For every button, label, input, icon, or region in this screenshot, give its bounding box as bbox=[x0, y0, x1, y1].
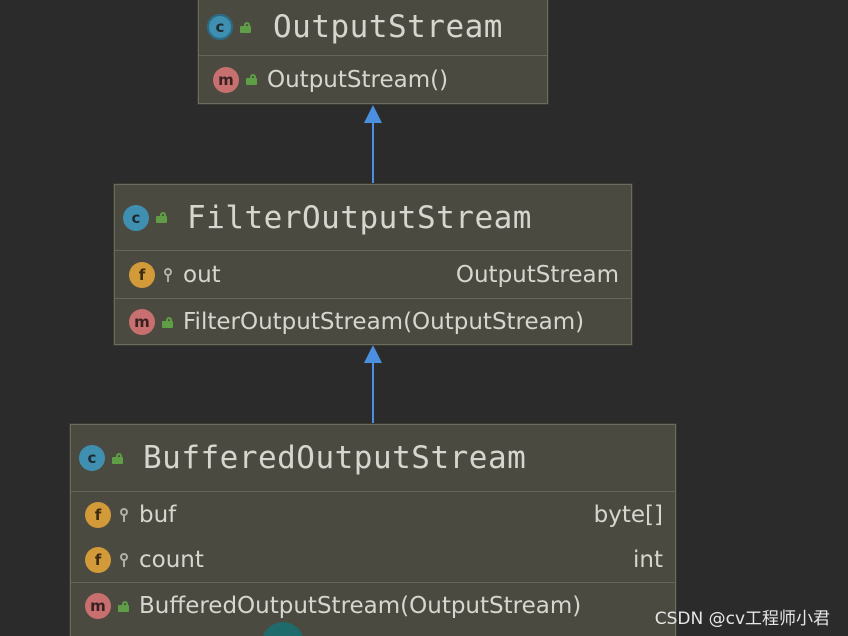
public-lock-icon bbox=[240, 21, 251, 33]
watermark-text: CSDN @cv工程师小君 bbox=[654, 609, 830, 629]
field-icon: f bbox=[85, 501, 111, 528]
methods-section: m FilterOutputStream(OutputStream) bbox=[115, 299, 631, 345]
class-name: FilterOutputStream bbox=[187, 199, 532, 236]
arrow-filter-to-output bbox=[364, 105, 382, 184]
member-method[interactable]: m BufferedOutputStream(OutputStream) bbox=[71, 583, 675, 629]
public-lock-icon bbox=[118, 600, 129, 612]
method-icon: m bbox=[129, 309, 155, 335]
fields-section: f buf byte[] f count int bbox=[71, 492, 675, 583]
protected-key-icon bbox=[119, 552, 129, 567]
class-icon: c bbox=[79, 445, 105, 471]
methods-section: m OutputStream() bbox=[199, 56, 547, 103]
field-name: buf bbox=[139, 501, 177, 528]
class-box-output-stream[interactable]: c OutputStream m OutputStream() bbox=[198, 0, 548, 104]
field-type: OutputStream bbox=[455, 261, 619, 288]
arrow-buffered-to-filter bbox=[364, 345, 382, 424]
protected-key-icon bbox=[119, 507, 129, 522]
field-type: byte[] bbox=[593, 501, 663, 528]
methods-section: m BufferedOutputStream(OutputStream) bbox=[71, 583, 675, 629]
class-header: c OutputStream bbox=[199, 0, 547, 56]
method-icon: m bbox=[85, 593, 111, 619]
class-box-filter-output-stream[interactable]: c FilterOutputStream f out OutputStream … bbox=[114, 184, 632, 345]
class-icon: c bbox=[123, 204, 149, 231]
fields-section: f out OutputStream bbox=[115, 251, 631, 299]
method-name: FilterOutputStream(OutputStream) bbox=[183, 309, 585, 335]
class-header: c BufferedOutputStream bbox=[71, 425, 675, 492]
field-name: out bbox=[183, 261, 221, 288]
class-header: c FilterOutputStream bbox=[115, 185, 631, 251]
field-name: count bbox=[139, 546, 204, 573]
abstract-class-icon: c bbox=[207, 14, 233, 40]
member-field[interactable]: f count int bbox=[71, 537, 675, 582]
field-icon: f bbox=[85, 546, 111, 573]
method-name: OutputStream() bbox=[267, 66, 449, 93]
public-lock-icon bbox=[162, 316, 173, 328]
method-icon: m bbox=[213, 66, 239, 93]
member-field[interactable]: f buf byte[] bbox=[71, 492, 675, 537]
member-method[interactable]: m OutputStream() bbox=[199, 56, 547, 103]
public-lock-icon bbox=[156, 212, 167, 223]
partial-icon bbox=[262, 622, 304, 636]
member-method[interactable]: m FilterOutputStream(OutputStream) bbox=[115, 299, 631, 345]
class-name: BufferedOutputStream bbox=[143, 440, 527, 476]
method-name: BufferedOutputStream(OutputStream) bbox=[139, 593, 582, 619]
class-box-buffered-output-stream[interactable]: c BufferedOutputStream f buf byte[] f co… bbox=[70, 424, 676, 636]
field-type: int bbox=[633, 546, 663, 573]
member-field[interactable]: f out OutputStream bbox=[115, 251, 631, 298]
class-name: OutputStream bbox=[273, 9, 503, 45]
public-lock-icon bbox=[112, 452, 123, 464]
field-icon: f bbox=[129, 261, 155, 288]
public-lock-icon bbox=[246, 74, 257, 85]
protected-key-icon bbox=[163, 267, 173, 282]
